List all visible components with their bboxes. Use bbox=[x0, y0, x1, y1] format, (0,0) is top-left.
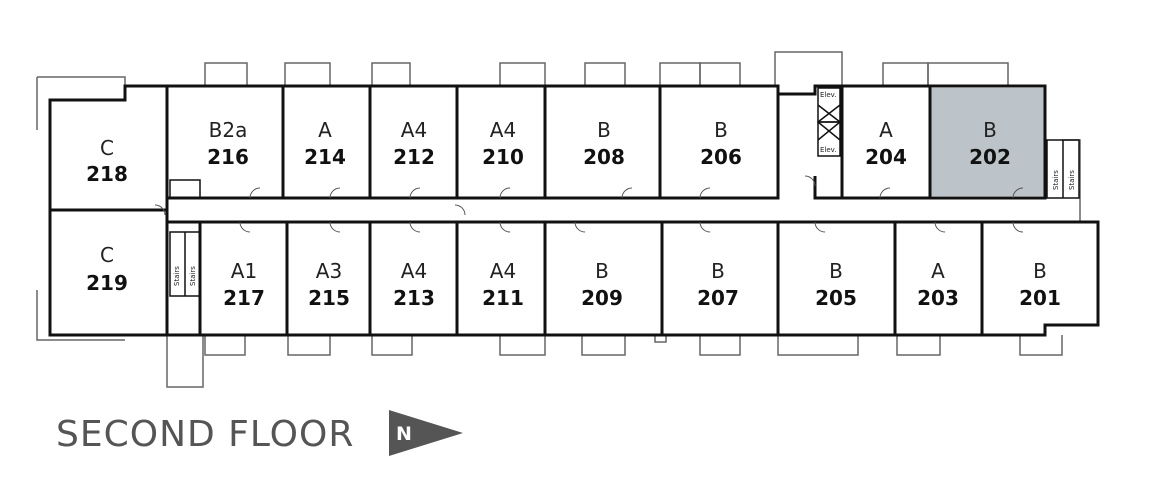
unit-201-type: B bbox=[1033, 259, 1047, 283]
unit-206-type: B bbox=[714, 118, 728, 142]
unit-210-number: 210 bbox=[482, 145, 524, 169]
unit-215-number: 215 bbox=[308, 286, 350, 310]
unit-219-type: C bbox=[100, 243, 114, 267]
doors bbox=[154, 175, 1024, 233]
unit-205-type: B bbox=[829, 259, 843, 283]
unit-216-type: B2a bbox=[209, 118, 248, 142]
stairs-east-label-1: Stairs bbox=[1052, 170, 1060, 190]
unit-211-type: A4 bbox=[490, 259, 516, 283]
unit-215-type: A3 bbox=[316, 259, 342, 283]
unit-212-number: 212 bbox=[393, 145, 435, 169]
unit-213-number: 213 bbox=[393, 286, 435, 310]
core-elements bbox=[169, 87, 1080, 297]
elevator-2-label: Elev. bbox=[820, 146, 837, 154]
unit-208-number: 208 bbox=[583, 145, 625, 169]
stairs-west-label-2: Stairs bbox=[189, 266, 197, 286]
unit-209-type: B bbox=[595, 259, 609, 283]
unit-206-number: 206 bbox=[700, 145, 742, 169]
unit-212-type: A4 bbox=[401, 118, 427, 142]
unit-202-number: 202 bbox=[969, 145, 1011, 169]
unit-201-number: 201 bbox=[1019, 286, 1061, 310]
unit-214-number: 214 bbox=[304, 145, 346, 169]
core-labels: Stairs Stairs Stairs Stairs Elev. Elev. bbox=[173, 91, 1076, 286]
unit-216-number: 216 bbox=[207, 145, 249, 169]
unit-218-number: 218 bbox=[86, 162, 128, 186]
north-arrow-icon: N bbox=[389, 410, 463, 456]
unit-217-number: 217 bbox=[223, 286, 265, 310]
unit-labels: C 218 B2a 216 A 214 A4 212 A4 210 B 208 … bbox=[86, 118, 1061, 310]
unit-203-number: 203 bbox=[917, 286, 959, 310]
unit-213-type: A4 bbox=[401, 259, 427, 283]
north-letter: N bbox=[396, 423, 412, 445]
unit-202-type: B bbox=[983, 118, 997, 142]
unit-214-type: A bbox=[318, 118, 332, 142]
unit-204-number: 204 bbox=[865, 145, 907, 169]
unit-217-type: A1 bbox=[231, 259, 257, 283]
unit-207-number: 207 bbox=[697, 286, 739, 310]
elevator-2 bbox=[817, 121, 841, 157]
stairs-east-label-2: Stairs bbox=[1068, 170, 1076, 190]
unit-205-number: 205 bbox=[815, 286, 857, 310]
unit-211-number: 211 bbox=[482, 286, 524, 310]
unit-210-type: A4 bbox=[490, 118, 516, 142]
unit-203-type: A bbox=[931, 259, 945, 283]
elevator-1-label: Elev. bbox=[820, 91, 837, 99]
unit-202-highlight[interactable] bbox=[930, 88, 1044, 196]
unit-208-type: B bbox=[597, 118, 611, 142]
unit-207-type: B bbox=[711, 259, 725, 283]
unit-209-number: 209 bbox=[581, 286, 623, 310]
floor-title: SECOND FLOOR bbox=[56, 414, 355, 455]
balconies bbox=[36, 51, 1081, 388]
unit-219-number: 219 bbox=[86, 271, 128, 295]
unit-218-type: C bbox=[100, 136, 114, 160]
stairs-west-label-1: Stairs bbox=[173, 266, 181, 286]
unit-204-type: A bbox=[879, 118, 893, 142]
